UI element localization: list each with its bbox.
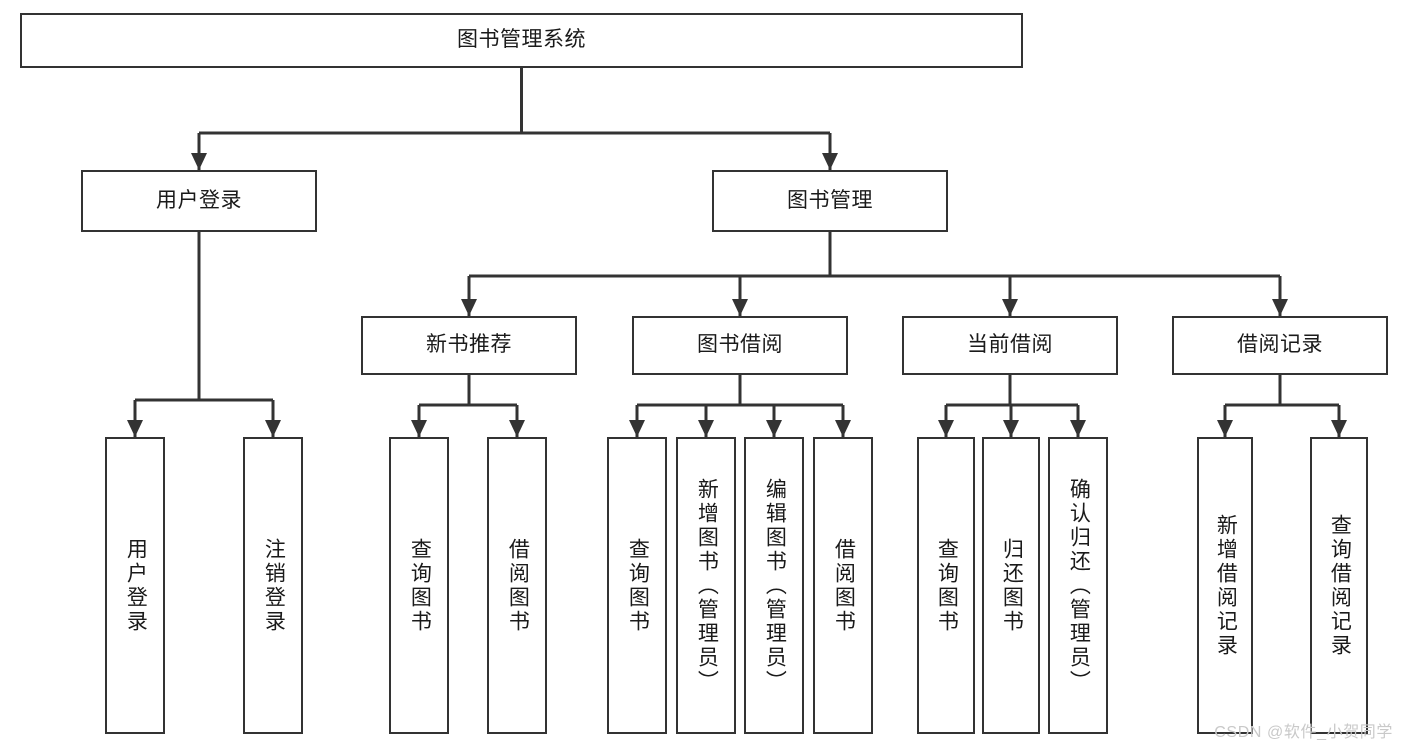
arrowhead-icon: [1002, 299, 1018, 316]
node-l-cu-return[interactable]: 归还图书: [982, 437, 1040, 734]
node-newbook[interactable]: 新书推荐: [361, 316, 577, 375]
node-l-userlogin[interactable]: 用户登录: [105, 437, 165, 734]
node-l-nb-query[interactable]: 查询图书: [389, 437, 449, 734]
arrowhead-icon: [191, 153, 207, 170]
node-label: 查询借阅记录: [1328, 513, 1352, 658]
arrowhead-icon: [698, 420, 714, 437]
node-l-bo-query[interactable]: 查询图书: [607, 437, 667, 734]
arrowhead-icon: [1217, 420, 1233, 437]
node-borrow[interactable]: 图书借阅: [632, 316, 848, 375]
arrowhead-icon: [1070, 420, 1086, 437]
node-l-nb-borrow[interactable]: 借阅图书: [487, 437, 547, 734]
node-label: 新书推荐: [426, 333, 512, 357]
arrowhead-icon: [461, 299, 477, 316]
node-l-cu-query[interactable]: 查询图书: [917, 437, 975, 734]
node-l-cu-confirm[interactable]: 确认归还（管理员）: [1048, 437, 1108, 734]
node-l-bo-edit[interactable]: 编辑图书（管理员）: [744, 437, 804, 734]
arrowhead-icon: [265, 420, 281, 437]
arrowhead-icon: [835, 420, 851, 437]
node-l-bo-lend[interactable]: 借阅图书: [813, 437, 873, 734]
node-label: 归还图书: [1000, 537, 1024, 634]
watermark: CSDN @软件_小贺同学: [1214, 724, 1393, 741]
node-label: 图书借阅: [697, 333, 783, 357]
node-label: 编辑图书（管理员）: [763, 477, 787, 694]
node-label: 当前借阅: [967, 333, 1053, 357]
node-bookmgmt[interactable]: 图书管理: [712, 170, 948, 232]
node-l-bo-add[interactable]: 新增图书（管理员）: [676, 437, 736, 734]
node-label: 查询图书: [935, 537, 959, 634]
arrowhead-icon: [732, 299, 748, 316]
node-label: 用户登录: [124, 537, 148, 634]
arrowhead-icon: [411, 420, 427, 437]
arrowhead-icon: [766, 420, 782, 437]
arrowhead-icon: [1331, 420, 1347, 437]
arrowhead-icon: [629, 420, 645, 437]
node-l-re-add[interactable]: 新增借阅记录: [1197, 437, 1253, 734]
node-label: 确认归还（管理员）: [1067, 477, 1091, 694]
node-label: 图书管理系统: [457, 28, 586, 52]
node-l-logout[interactable]: 注销登录: [243, 437, 303, 734]
arrowhead-icon: [1272, 299, 1288, 316]
node-current[interactable]: 当前借阅: [902, 316, 1118, 375]
node-label: 图书管理: [787, 188, 873, 212]
arrowhead-icon: [509, 420, 525, 437]
node-label: 新增借阅记录: [1214, 513, 1238, 658]
node-login[interactable]: 用户登录: [81, 170, 317, 232]
arrowhead-icon: [938, 420, 954, 437]
node-root[interactable]: 图书管理系统: [20, 13, 1023, 68]
arrowhead-icon: [127, 420, 143, 437]
node-record[interactable]: 借阅记录: [1172, 316, 1388, 375]
node-label: 用户登录: [156, 188, 242, 212]
node-label: 借阅记录: [1237, 333, 1323, 357]
node-label: 查询图书: [408, 537, 432, 634]
arrowhead-icon: [1003, 420, 1019, 437]
node-label: 注销登录: [262, 537, 286, 634]
node-label: 查询图书: [626, 537, 650, 634]
node-label: 新增图书（管理员）: [695, 477, 719, 694]
node-l-re-query[interactable]: 查询借阅记录: [1310, 437, 1368, 734]
node-label: 借阅图书: [506, 537, 530, 634]
arrowhead-icon: [822, 153, 838, 170]
node-label: 借阅图书: [832, 537, 856, 634]
